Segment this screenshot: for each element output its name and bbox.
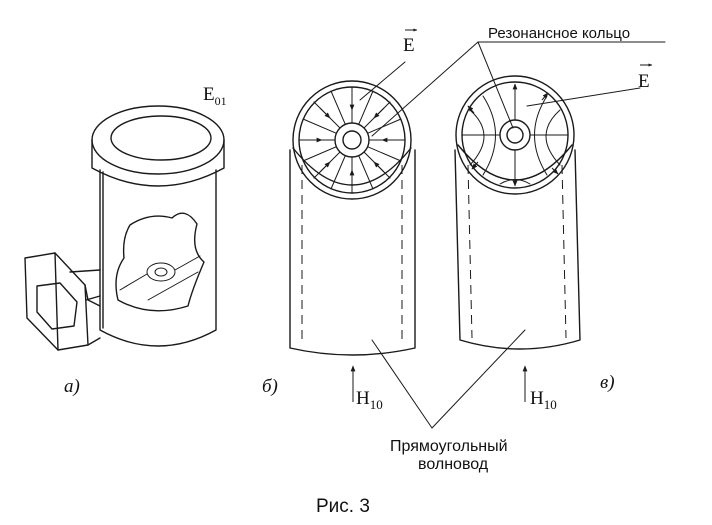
svg-text:E: E [638, 71, 650, 92]
panel-b-label: б) [262, 376, 278, 397]
panel-a-label: а) [64, 376, 80, 397]
leader-lines [359, 41, 666, 429]
waveguide-label-line2: волновод [418, 456, 489, 473]
waveguide-label-line1: Прямоугольный [390, 438, 508, 455]
field-vector-label-left: E [403, 28, 418, 56]
panel-c-drawing [454, 75, 581, 402]
field-vector-label-right: E [638, 63, 653, 92]
h10-label-left: H10 [356, 388, 383, 412]
svg-text:E: E [403, 35, 415, 56]
h10-label-right: H10 [530, 388, 557, 412]
panel-c-label: в) [600, 372, 615, 393]
resonant-ring-label: Резонансное кольцо [488, 25, 630, 42]
figure-caption: Рис. 3 [316, 496, 370, 517]
mode-label: E01 [203, 84, 227, 108]
panel-a-drawing [24, 105, 225, 351]
panel-b-drawing [289, 80, 416, 402]
